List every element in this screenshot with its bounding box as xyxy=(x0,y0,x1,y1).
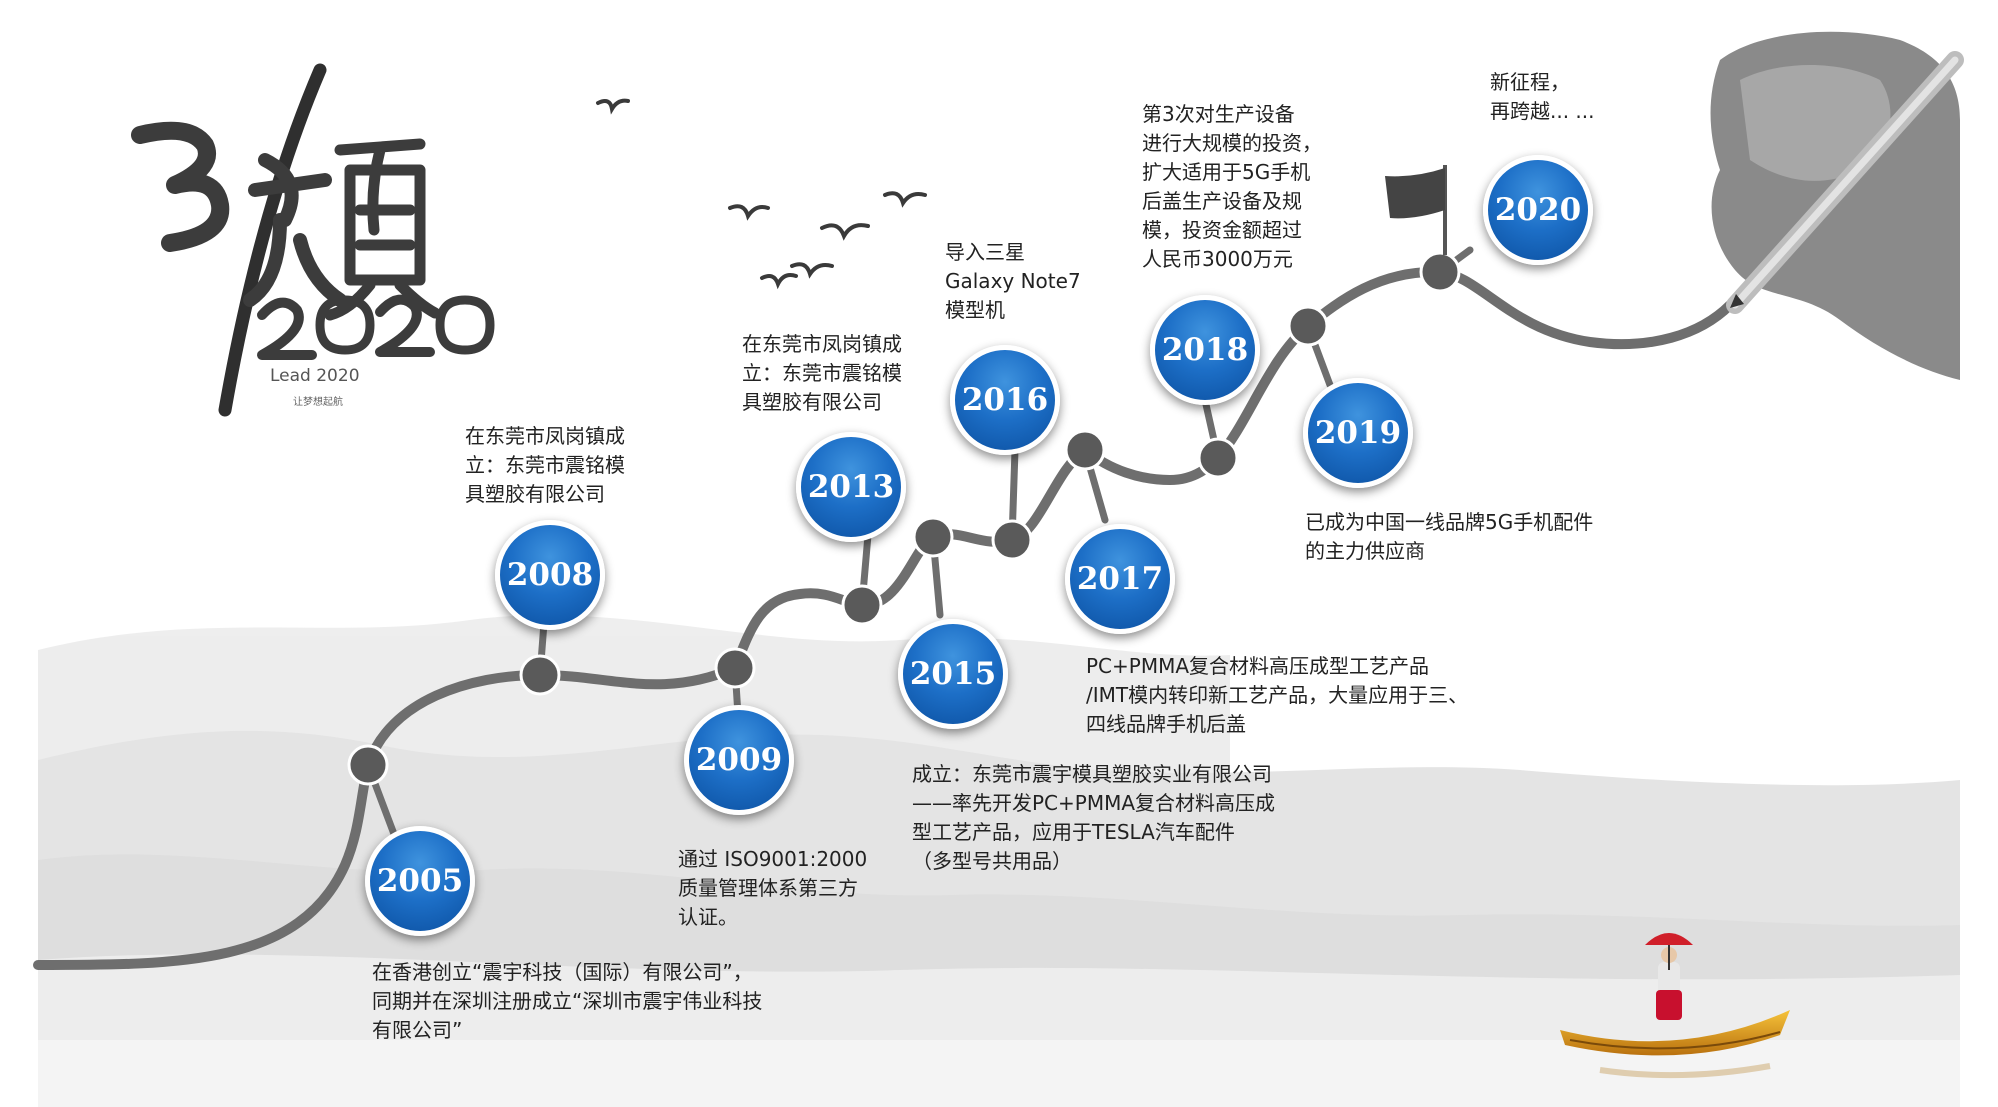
flying-birds xyxy=(596,98,927,290)
milestone-text-2018: 第3次对生产设备 进行大规模的投资， 扩大适用于5G手机 后盖生产设备及规 模，… xyxy=(1142,102,1322,271)
milestone-text-2019: 已成为中国一线品牌5G手机配件 的主力供应商 xyxy=(1305,510,1594,563)
year-circle-2013: 2013 xyxy=(796,432,906,542)
flag-icon xyxy=(1385,165,1447,255)
calligraphy-logo xyxy=(131,63,495,417)
boat-figure-icon xyxy=(1560,933,1790,1079)
road-nodes xyxy=(347,251,1461,786)
year-circle-2005: 2005 xyxy=(365,826,475,936)
milestone-text-2017: PC+PMMA复合材料高压成型工艺产品 /IMT模内转印新工艺产品，大量应用于三… xyxy=(1086,654,1469,736)
year-circle-2019: 2019 xyxy=(1303,378,1413,488)
milestone-text-2016: 导入三星 Galaxy Note7 模型机 xyxy=(945,240,1081,322)
logo-slogan: 让梦想起航 xyxy=(293,397,343,408)
hand-with-pen-icon xyxy=(1710,31,1964,380)
ink-mountains xyxy=(38,615,1960,1107)
year-circle-2009: 2009 xyxy=(684,705,794,815)
milestone-text-2009: 通过 ISO9001:2000 质量管理体系第三方 认证。 xyxy=(678,847,868,929)
milestone-text-2008: 在东莞市凤岗镇成 立：东莞市震铭模 具塑胶有限公司 xyxy=(465,424,625,506)
milestone-text-2013: 在东莞市凤岗镇成 立：东莞市震铭模 具塑胶有限公司 xyxy=(742,332,902,414)
year-circle-2008: 2008 xyxy=(495,520,605,630)
year-circle-2017: 2017 xyxy=(1065,524,1175,634)
logo-subtitle: Lead 2020 xyxy=(270,366,360,386)
year-circle-2020: 2020 xyxy=(1483,155,1593,265)
year-circle-2016: 2016 xyxy=(950,345,1060,455)
milestone-text-2005: 在香港创立“震宇科技（国际）有限公司”， 同期并在深圳注册成立“深圳市震宇伟业科… xyxy=(372,960,763,1042)
milestone-text-2020: 新征程， 再跨越... ... xyxy=(1490,70,1595,123)
milestone-text-2015: 成立：东莞市震宇模具塑胶实业有限公司 ——率先开发PC+PMMA复合材料高压成 … xyxy=(912,762,1276,873)
year-circle-2018: 2018 xyxy=(1150,295,1260,405)
year-circle-2015: 2015 xyxy=(898,619,1008,729)
